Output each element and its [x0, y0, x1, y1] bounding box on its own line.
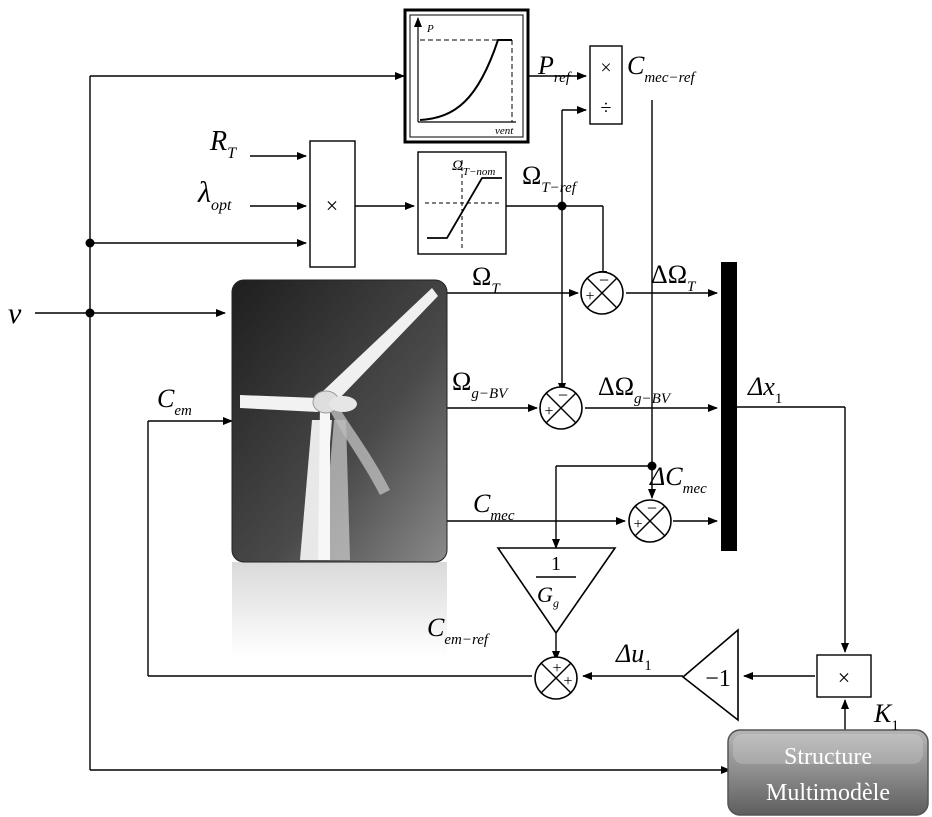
- divider-block: × ÷: [590, 46, 622, 124]
- divider-times: ×: [600, 57, 611, 79]
- label-delta-cmec: ΔCmec: [649, 462, 707, 497]
- power-curve-block: P vent: [405, 10, 528, 142]
- gain-numerator: 1: [551, 553, 561, 575]
- multiplier-symbol: ×: [326, 193, 338, 218]
- label-cmec-ref: Cmec−ref: [627, 51, 697, 86]
- label-lambda: λopt: [197, 176, 232, 214]
- sum-junction-final: + +: [535, 657, 577, 699]
- gain-minus-one-label: −1: [705, 666, 731, 692]
- label-delta-u1: Δu1: [615, 639, 652, 674]
- label-pref: Pref: [537, 51, 572, 86]
- label-omega-t-ref: ΩT−ref: [522, 161, 578, 196]
- turbine-nacelle: [329, 396, 357, 412]
- sum-junction-3: − +: [629, 498, 671, 542]
- k1-multiplier-symbol: ×: [838, 665, 850, 690]
- speed-limiter-block: ΩT−nom: [418, 152, 506, 254]
- junction-v-2: [86, 309, 95, 318]
- multimodel-line1: Structure: [784, 744, 872, 770]
- gain-minus-one: −1: [683, 630, 738, 720]
- multimodel-structure-block: Structure Multimodèle: [728, 730, 928, 815]
- label-omega-t: ΩT: [472, 262, 501, 297]
- power-curve-x-label: vent: [495, 125, 514, 137]
- sum-junction-1: − +: [581, 270, 623, 314]
- label-delta-x1: Δx1: [747, 372, 782, 407]
- label-cmec: Cmec: [473, 489, 515, 524]
- gain-1-over-gg: 1 Gg: [498, 548, 615, 633]
- junction-v-1: [86, 239, 95, 248]
- k1-multiplier-block: ×: [817, 655, 871, 697]
- label-v: v: [8, 297, 22, 330]
- sum1-plus: +: [585, 288, 594, 305]
- sum4-plus-right: +: [563, 673, 572, 690]
- turbine-reflection: [232, 562, 447, 657]
- sum2-plus: +: [544, 403, 553, 420]
- label-cem: Cem: [157, 384, 192, 419]
- mux-bar: [721, 262, 737, 551]
- sum3-plus: +: [633, 516, 642, 533]
- label-k1: K1: [873, 699, 899, 734]
- sum2-minus: −: [558, 385, 568, 405]
- label-rt: RT: [209, 126, 237, 162]
- wind-turbine-image: [232, 280, 447, 657]
- label-delta-omega-t: ΔΩT: [651, 260, 697, 295]
- label-omega-g-bv: Ωg−BV: [452, 367, 509, 402]
- sum-junction-2: − +: [540, 385, 582, 429]
- junction-omega-ref: [558, 202, 567, 211]
- multimodel-line2: Multimodèle: [766, 780, 890, 806]
- divider-div: ÷: [601, 97, 612, 119]
- multiplier-block: ×: [310, 141, 355, 267]
- sum1-minus: −: [599, 270, 609, 290]
- power-curve-y-label: P: [426, 23, 434, 35]
- label-delta-omega-g-bv: ΔΩg−BV: [598, 372, 672, 407]
- sum4-plus-top: +: [552, 660, 561, 677]
- turbine-blade-3: [318, 405, 330, 560]
- sum3-minus: −: [647, 498, 657, 518]
